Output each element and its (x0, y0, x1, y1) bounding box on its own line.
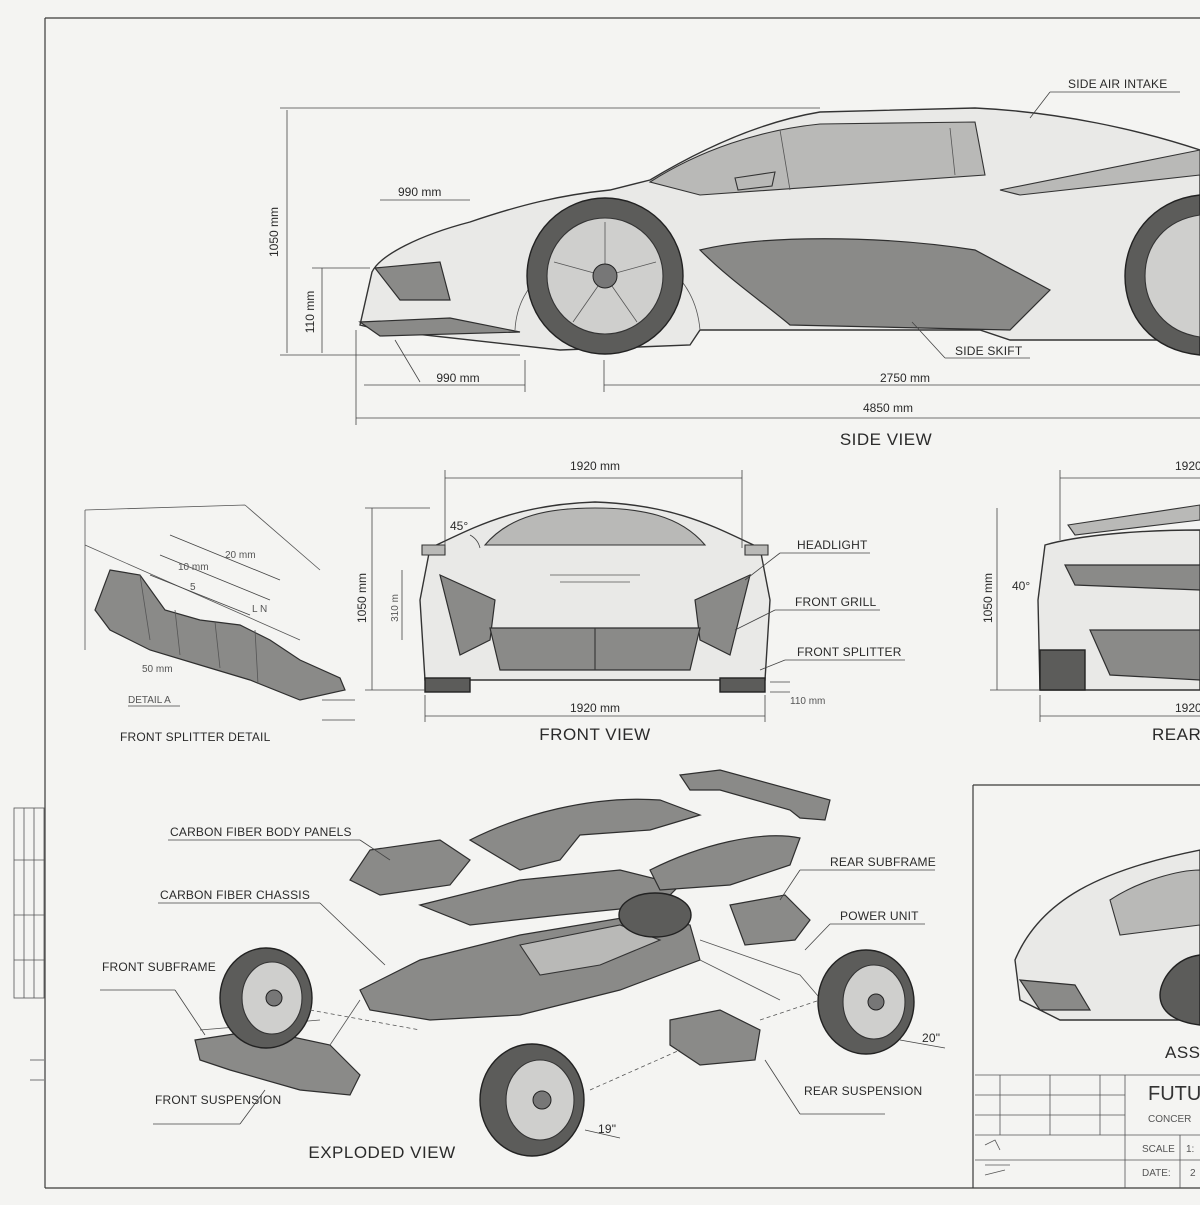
side-length-dim: 4850 mm (863, 401, 913, 415)
exploded-view-title: EXPLODED VIEW (308, 1143, 455, 1162)
front-splitter-label: FRONT SPLITTER (797, 645, 902, 659)
rear-subframe-label: REAR SUBFRAME (830, 855, 936, 869)
title-block-subtitle: CONCER (1148, 1114, 1191, 1125)
splitter-detail-tag: DETAIL A (128, 695, 171, 706)
side-view-title: SIDE VIEW (840, 430, 932, 449)
front-width-bottom-dim: 1920 mm (570, 701, 620, 715)
rear-view-dimensions: 1920 1050 mm 40° 1920 REAR (981, 459, 1200, 744)
splitter-dim-4: L N (252, 604, 267, 615)
front-clearance-dim: 110 mm (790, 696, 825, 707)
splitter-detail-drawing: 20 mm 10 mm 5 L N 50 mm DETAIL A FRONT S… (84, 504, 355, 744)
title-block-date-label: DATE: (1142, 1168, 1171, 1179)
exploded-view-drawing (194, 769, 915, 1157)
body-panels-label: CARBON FIBER BODY PANELS (170, 825, 352, 839)
sheet-frame (13, 17, 1200, 1189)
exploded-rear-left-wheel (618, 892, 692, 938)
splitter-dim-5: 50 mm (142, 664, 173, 675)
side-overhang-top-dim: 990 mm (398, 185, 441, 199)
side-skirt-label: SIDE SKIFT (955, 344, 1023, 358)
front-view-dimensions: 1920 mm 1050 mm 310 m 45° 1920 mm 110 mm (355, 459, 825, 722)
side-view-dimensions: 1050 mm 990 mm 110 mm 990 mm 2750 mm 485… (267, 107, 1200, 425)
rear-height-dim: 1050 mm (981, 573, 995, 623)
front-height-dim: 1050 mm (355, 573, 369, 623)
exploded-rear-right-wheel (817, 949, 915, 1055)
side-wheelbase-dim: 2750 mm (880, 371, 930, 385)
title-block-scale-value: 1: (1186, 1144, 1194, 1155)
side-height-dim: 1050 mm (267, 207, 281, 257)
rear-width-top-dim: 1920 (1175, 459, 1200, 473)
side-air-intake-label: SIDE AIR INTAKE (1068, 77, 1167, 91)
side-view-drawing (358, 107, 1200, 356)
front-view-title: FRONT VIEW (539, 725, 650, 744)
rear-view-title: REAR (1152, 725, 1200, 744)
exploded-front-right-wheel (479, 1043, 585, 1157)
chassis-label: CARBON FIBER CHASSIS (160, 888, 310, 902)
front-grill-label: FRONT GRILL (795, 595, 876, 609)
front-subframe-label: FRONT SUBFRAME (102, 960, 216, 974)
rear-wheel-size-label: 20" (922, 1031, 940, 1045)
rear-angle-dim: 40° (1012, 579, 1030, 593)
front-inner-dim: 310 m (390, 594, 401, 622)
front-wheel-size-label: 19" (598, 1122, 616, 1136)
rear-suspension-label: REAR SUSPENSION (804, 1084, 922, 1098)
side-clearance-dim: 110 mm (303, 291, 317, 333)
splitter-dim-3: 5 (190, 582, 196, 593)
front-suspension-label: FRONT SUSPENSION (155, 1093, 281, 1107)
side-front-overhang-dim: 990 mm (436, 371, 479, 385)
front-width-top-dim: 1920 mm (570, 459, 620, 473)
splitter-dim-2: 10 mm (178, 562, 209, 573)
splitter-dim-1: 20 mm (225, 550, 256, 561)
title-block-title: FUTU (1148, 1083, 1200, 1105)
exploded-front-left-wheel (219, 947, 313, 1049)
assembly-panel: ASS (972, 784, 1200, 1188)
front-view-callouts: HEADLIGHT FRONT GRILL FRONT SPLITTER FRO… (539, 538, 905, 744)
front-view-drawing (419, 501, 771, 693)
title-block-scale-label: SCALE (1142, 1144, 1175, 1155)
side-view-callouts: SIDE AIR INTAKE SIDE SKIFT SIDE VIEW (840, 77, 1180, 449)
title-block-date-value: 2 (1190, 1168, 1196, 1179)
splitter-detail-title: FRONT SPLITTER DETAIL (120, 730, 271, 744)
headlight-label: HEADLIGHT (797, 538, 868, 552)
power-unit-label: POWER UNIT (840, 909, 919, 923)
front-angle-dim: 45° (450, 519, 468, 533)
title-block: FUTU CONCER SCALE 1: DATE: 2 (975, 1074, 1200, 1188)
rear-width-bottom-dim: 1920 (1175, 701, 1200, 715)
exploded-view-callouts: CARBON FIBER BODY PANELS CARBON FIBER CH… (100, 825, 946, 1162)
assembly-title: ASS (1165, 1043, 1200, 1062)
rear-view-drawing (1037, 504, 1200, 691)
